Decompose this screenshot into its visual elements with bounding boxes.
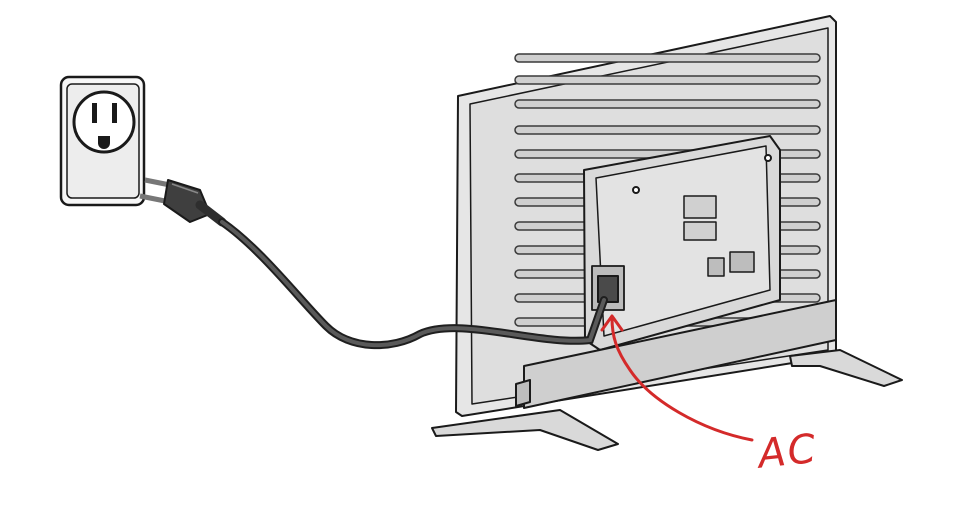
wall-outlet-icon bbox=[59, 75, 146, 207]
power-cord-icon bbox=[218, 218, 608, 350]
ac-callout-label: AC bbox=[756, 425, 820, 478]
tv-back-icon bbox=[431, 15, 903, 451]
power-plug-icon bbox=[139, 177, 227, 227]
callout-arrow-icon bbox=[600, 314, 754, 442]
